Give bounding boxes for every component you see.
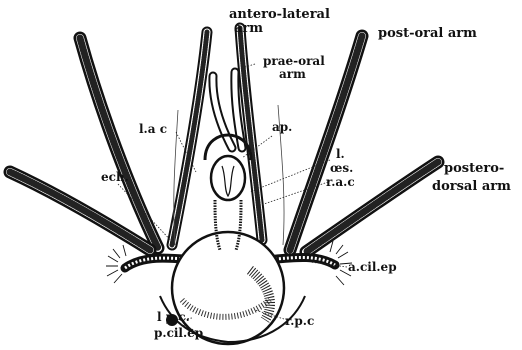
label-postero-dorsal-1: postero- bbox=[444, 161, 504, 176]
arms bbox=[10, 28, 438, 252]
label-post-oral-arm: post-oral arm bbox=[378, 26, 477, 41]
label-antero-lateral-arm-2: arm bbox=[234, 21, 263, 36]
left-post-oral-arm bbox=[172, 32, 207, 245]
label-postero-dorsal-2: dorsal arm bbox=[432, 179, 511, 194]
label-antero-lateral-arm-1: antero-lateral bbox=[229, 7, 330, 22]
label-lpc: l p c. bbox=[157, 310, 190, 324]
label-a-cil-ep: a.cil.ep bbox=[348, 260, 397, 274]
label-ech: ech. bbox=[101, 170, 129, 184]
label-lac: l.a c bbox=[139, 122, 167, 136]
label-l-oes-1: l. bbox=[336, 147, 345, 161]
oesophagus bbox=[211, 156, 245, 200]
label-rpc: r.p.c bbox=[285, 314, 314, 328]
label-ap: ap. bbox=[272, 120, 292, 134]
label-p-cil-ep: p.cil.ep bbox=[154, 326, 203, 340]
labels: antero-lateral arm post-oral arm prae-or… bbox=[101, 7, 511, 340]
label-prae-oral-arm-1: prae-oral bbox=[263, 54, 325, 68]
label-prae-oral-arm-2: arm bbox=[279, 67, 306, 81]
label-nac: r.a.c bbox=[326, 175, 355, 189]
label-l-oes-2: œs. bbox=[330, 161, 353, 175]
